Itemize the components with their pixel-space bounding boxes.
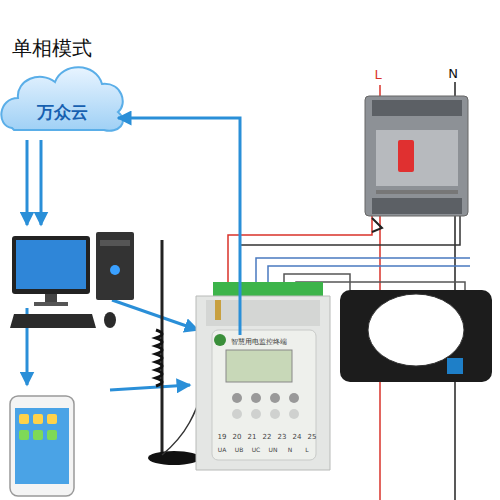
- terminal-name: UA: [218, 447, 227, 453]
- terminal-number: 24: [293, 434, 302, 441]
- cloud-node: 万众云: [7, 92, 117, 132]
- node-text: 智慧用电监控终端: [231, 337, 287, 347]
- circuit-breaker: [365, 96, 468, 232]
- terminal-name: UC: [252, 447, 261, 453]
- terminal-name: UN: [269, 447, 278, 453]
- terminal-name: N: [288, 447, 293, 453]
- device-node: 智慧用电监控终端: [227, 335, 291, 349]
- terminal-name: UB: [235, 447, 244, 453]
- terminal-number: 23: [278, 434, 287, 441]
- node-text: 万众云: [37, 101, 88, 124]
- monitor-device: [196, 282, 330, 470]
- neutral-label: N: [448, 67, 458, 80]
- computer: [10, 232, 134, 328]
- terminal-name: L: [305, 447, 308, 453]
- terminal-number: 20: [233, 434, 242, 441]
- terminal-number: 21: [248, 434, 257, 441]
- terminal-number: 22: [263, 434, 272, 441]
- current-transformer: [340, 290, 492, 382]
- cloud-shape: [1, 67, 123, 131]
- diagram-title: 单相模式: [12, 38, 92, 58]
- terminal-number: 19: [218, 434, 227, 441]
- phase-label: L: [374, 68, 381, 81]
- connector-arrow: [118, 118, 240, 335]
- smartphone: [10, 396, 74, 496]
- terminal-number: 25: [308, 434, 317, 441]
